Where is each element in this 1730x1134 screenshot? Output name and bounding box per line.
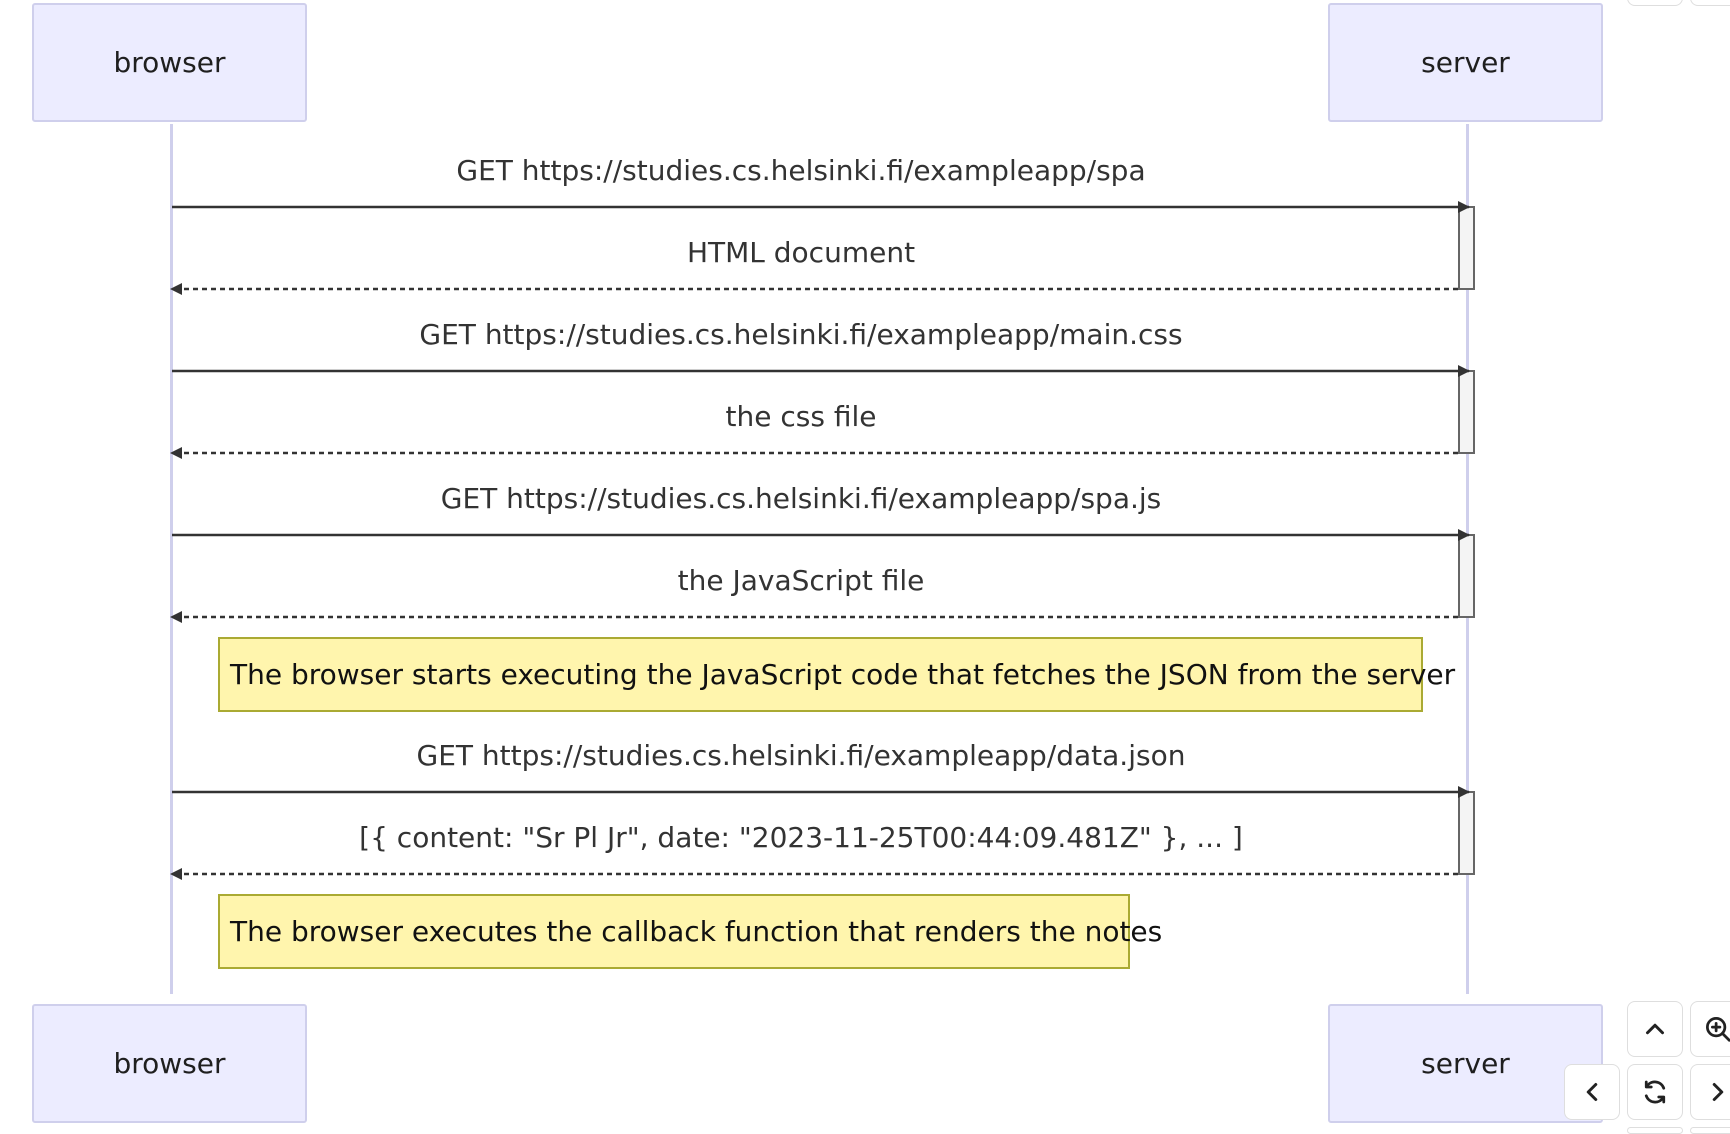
participant-server-bottom: server (1328, 1004, 1603, 1123)
reset-icon (1644, 1080, 1666, 1104)
chevron-up-icon (1646, 1023, 1664, 1035)
participant-browser-bottom: browser (32, 1004, 307, 1123)
message-label-2: HTML document (686, 236, 916, 269)
message-label-3: GET https://studies.cs.helsinki.fi/examp… (419, 318, 1183, 351)
message-label-7: GET https://studies.cs.helsinki.fi/examp… (416, 739, 1186, 772)
message-label-4: the css file (725, 400, 877, 433)
chevron-right-icon (1712, 1083, 1724, 1101)
chevron-left-icon (1586, 1083, 1598, 1101)
browser-lifeline (170, 124, 173, 994)
reset-view-button[interactable] (1627, 1064, 1683, 1120)
pan-up-button[interactable] (1627, 1001, 1683, 1057)
zoom-in-icon (1706, 1017, 1730, 1042)
pan-down-button[interactable] (1627, 1127, 1683, 1134)
zoom-out-button[interactable] (1690, 1127, 1730, 1134)
note-js-execution: The browser starts executing the JavaScr… (218, 637, 1455, 712)
participant-browser-top: browser (32, 3, 307, 122)
participant-server-top: server (1328, 3, 1603, 122)
zoom-in-button[interactable] (1690, 1001, 1730, 1057)
pan-left-button[interactable] (1564, 1064, 1620, 1120)
message-label-8: [{ content: "Sr Pl Jr", date: "2023-11-2… (359, 821, 1243, 854)
message-label-6: the JavaScript file (677, 564, 925, 597)
note-callback: The browser executes the callback functi… (218, 894, 1162, 969)
pan-right-button[interactable] (1690, 1064, 1730, 1120)
message-label-5: GET https://studies.cs.helsinki.fi/examp… (440, 482, 1162, 515)
message-label-1: GET https://studies.cs.helsinki.fi/examp… (456, 154, 1146, 187)
